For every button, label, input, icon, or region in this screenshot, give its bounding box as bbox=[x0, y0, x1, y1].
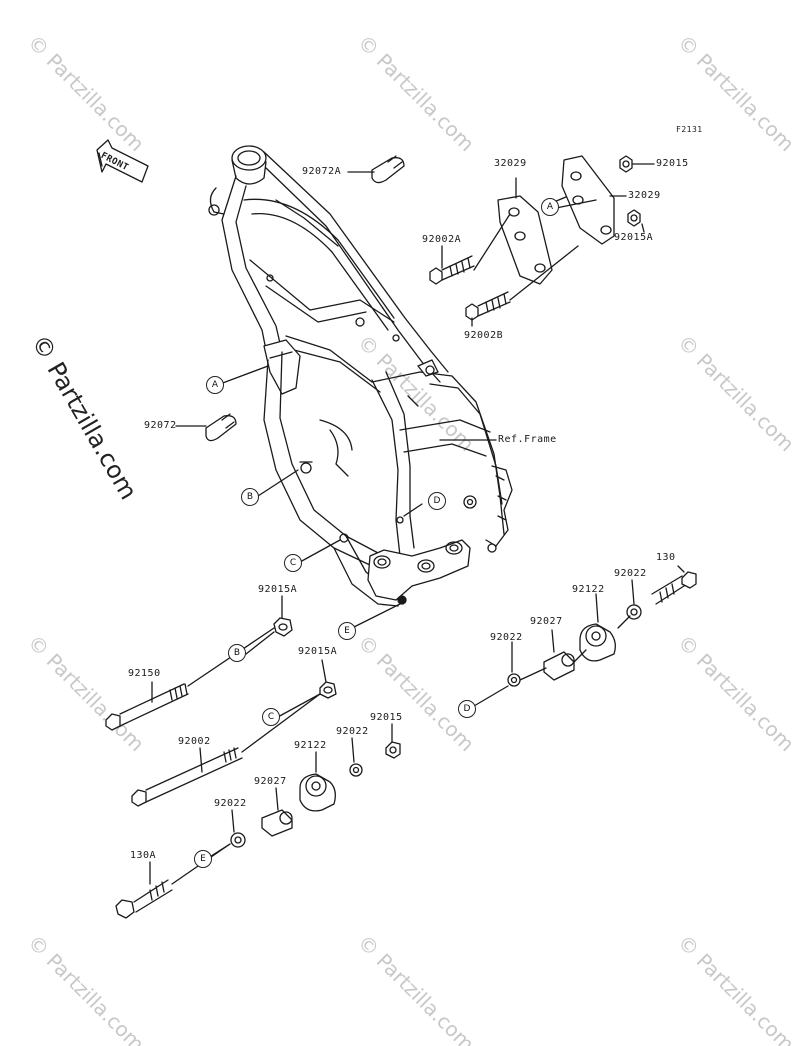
callout-a: A bbox=[206, 376, 224, 394]
part-label-92015a: 92015A bbox=[614, 232, 654, 243]
part-label-130: 130 bbox=[656, 552, 676, 563]
front-arrow-icon bbox=[96, 139, 149, 183]
callout-e: E bbox=[338, 622, 356, 640]
part-label-92002b: 92002B bbox=[464, 330, 504, 341]
bolt-130 bbox=[651, 571, 697, 605]
part-label-92022: 92022 bbox=[614, 568, 647, 579]
callout-b: B bbox=[241, 488, 259, 506]
callout-c: C bbox=[262, 708, 280, 726]
bolt-92002a bbox=[429, 255, 475, 285]
callout-c: C bbox=[284, 554, 302, 572]
part-label-32029: 32029 bbox=[628, 190, 661, 201]
part-label-92015a: 92015A bbox=[258, 584, 298, 595]
part-label-92022: 92022 bbox=[214, 798, 247, 809]
part-label-92122: 92122 bbox=[572, 584, 605, 595]
part-label-92072: 92072 bbox=[144, 420, 177, 431]
callout-d: D bbox=[458, 700, 476, 718]
bolt-92150 bbox=[105, 683, 189, 731]
bolt-130a bbox=[115, 879, 173, 919]
diagram-code: F2131 bbox=[676, 125, 703, 134]
part-label-92027: 92027 bbox=[530, 616, 563, 627]
part-label-92027: 92027 bbox=[254, 776, 287, 787]
part-label-32029: 32029 bbox=[494, 158, 527, 169]
ref-frame-label: Ref.Frame bbox=[498, 434, 557, 445]
bolt-92002b bbox=[465, 291, 511, 321]
part-label-92022: 92022 bbox=[336, 726, 369, 737]
callout-b: B bbox=[228, 644, 246, 662]
part-label-92072a: 92072A bbox=[302, 166, 342, 177]
part-label-92150: 92150 bbox=[128, 668, 161, 679]
callout-a: A bbox=[541, 198, 559, 216]
part-label-92002: 92002 bbox=[178, 736, 211, 747]
part-label-92002a: 92002A bbox=[422, 234, 462, 245]
part-label-92122: 92122 bbox=[294, 740, 327, 751]
bolt-92002 bbox=[131, 747, 243, 807]
part-label-92015: 92015 bbox=[370, 712, 403, 723]
callout-e: E bbox=[194, 850, 212, 868]
part-label-130a: 130A bbox=[130, 850, 157, 861]
part-label-92022: 92022 bbox=[490, 632, 523, 643]
part-label-92015a: 92015A bbox=[298, 646, 338, 657]
callout-d: D bbox=[428, 492, 446, 510]
part-label-92015: 92015 bbox=[656, 158, 689, 169]
